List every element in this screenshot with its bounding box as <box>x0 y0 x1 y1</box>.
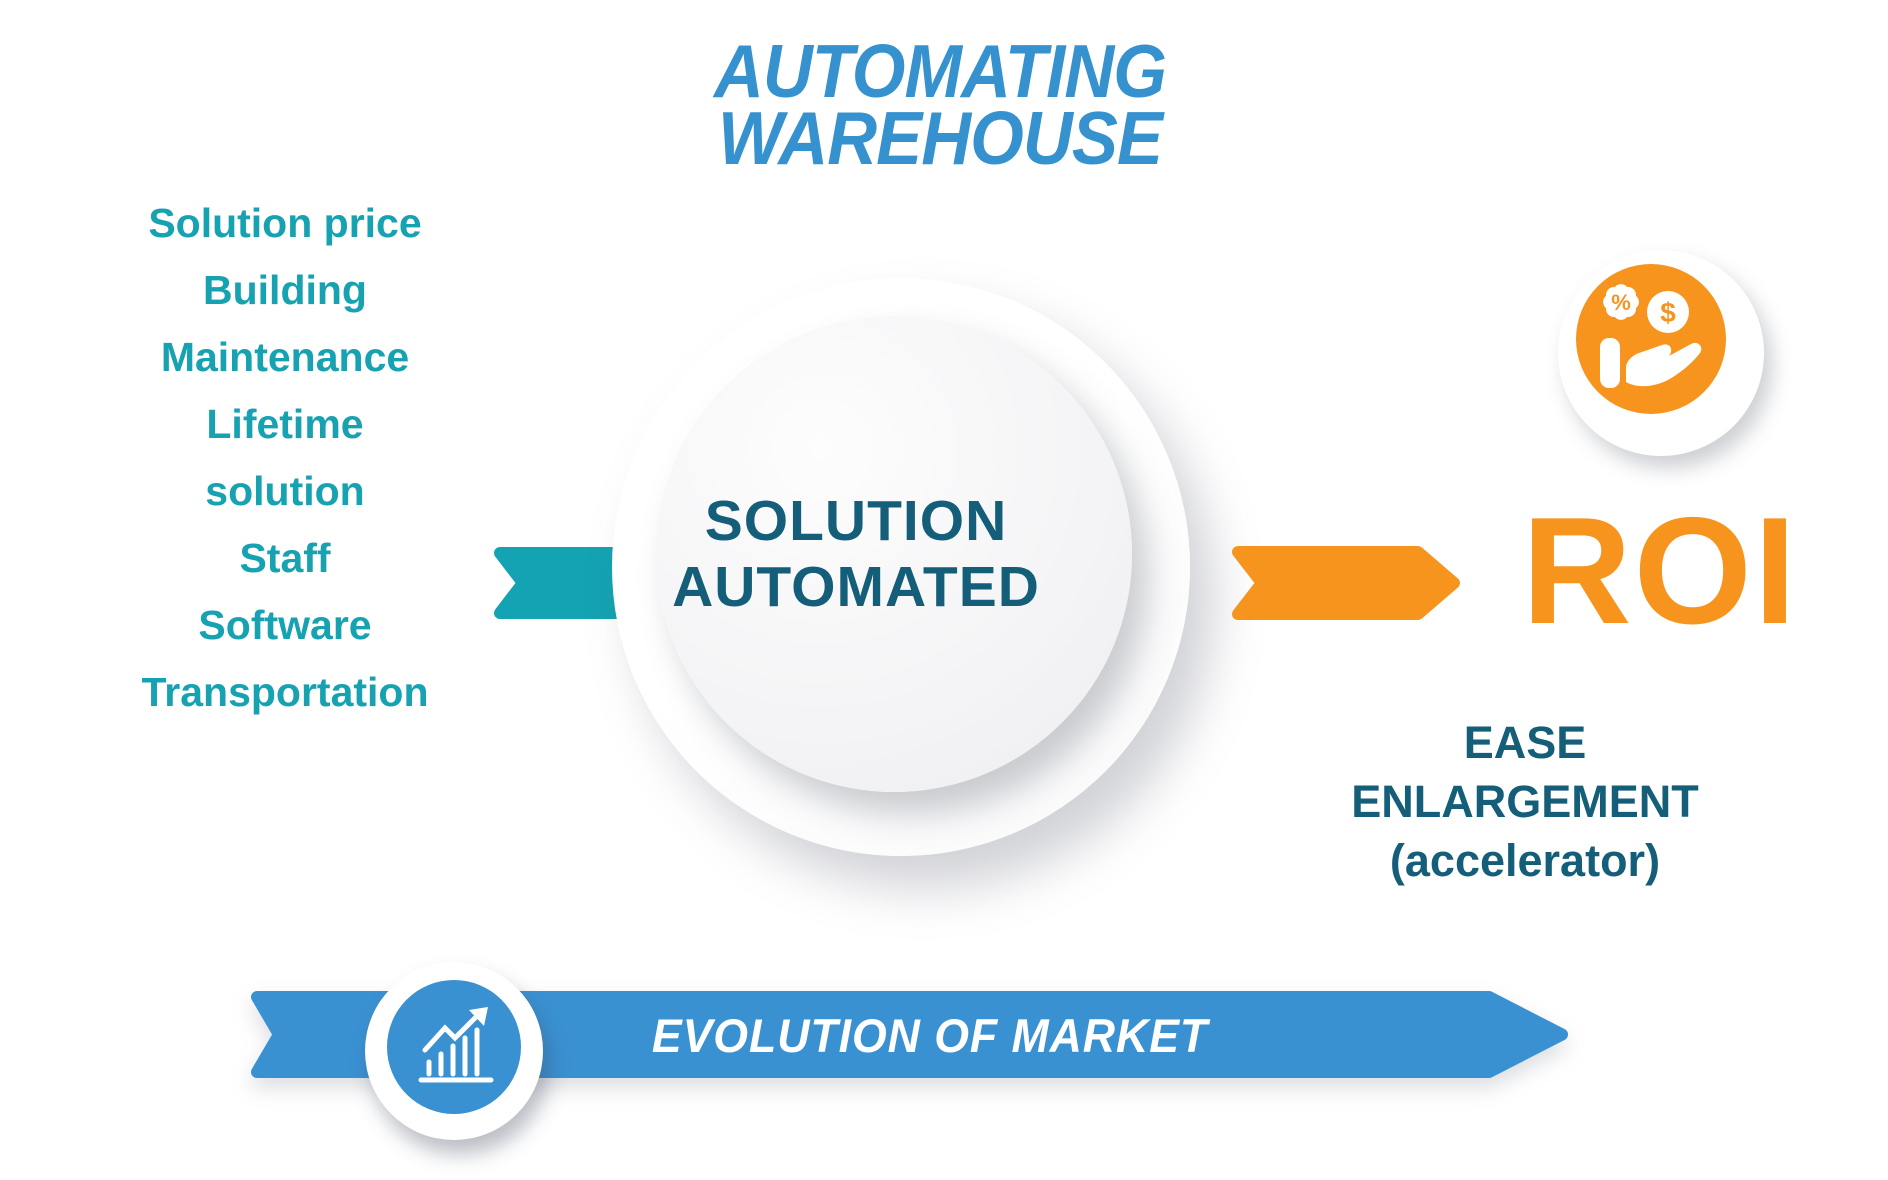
roi-benefit-line1: EASE <box>1463 717 1587 768</box>
cost-factor-item: Building <box>203 267 367 313</box>
dollar-glyph: $ <box>1660 297 1676 328</box>
central-node-line2: AUTOMATED <box>672 555 1040 619</box>
percent-glyph: % <box>1611 290 1631 315</box>
roi-icon-disc: % $ <box>1576 264 1726 414</box>
cost-factor-item: Lifetime <box>206 401 364 447</box>
orange-output-arrow-icon <box>1232 546 1460 620</box>
central-circle: SOLUTION AUTOMATED <box>612 278 1190 856</box>
central-node-label: SOLUTION AUTOMATED <box>672 488 1040 620</box>
cost-factor-item: Staff <box>239 535 331 581</box>
roi-benefit-line3: (accelerator) <box>1389 835 1661 886</box>
banner-icon-disc <box>387 980 521 1114</box>
cost-factor-item: Maintenance <box>160 334 410 380</box>
hand-holding-dollar-percent-icon: % $ <box>1600 284 1702 388</box>
market-banner-ribbon <box>251 991 1568 1078</box>
cost-factor-item: solution <box>205 468 365 514</box>
roi-benefit-line2: ENLARGEMENT <box>1351 776 1699 827</box>
roi-benefit-text: EASE ENLARGEMENT (accelerator) <box>1290 713 1760 890</box>
central-circle-inner: SOLUTION AUTOMATED <box>656 316 1132 792</box>
roi-label: ROI <box>1521 486 1799 656</box>
cost-factor-item: Transportation <box>141 669 429 715</box>
page-title-line1: AUTOMATING <box>713 29 1167 113</box>
growth-bar-chart-icon <box>418 1007 494 1083</box>
page-title-line2: WAREHOUSE <box>717 96 1163 180</box>
roi-icon-badge: % $ <box>1558 250 1764 456</box>
cost-factor-list: Solution price Building Maintenance Life… <box>50 190 520 726</box>
banner-label: EVOLUTION OF MARKET <box>651 1009 1209 1062</box>
cost-factor-item: Solution price <box>148 200 422 246</box>
cost-factor-item: Software <box>198 602 372 648</box>
page-title: AUTOMATING WAREHOUSE <box>498 29 1381 180</box>
central-node-line1: SOLUTION <box>704 489 1008 553</box>
banner-icon-badge <box>365 962 543 1140</box>
